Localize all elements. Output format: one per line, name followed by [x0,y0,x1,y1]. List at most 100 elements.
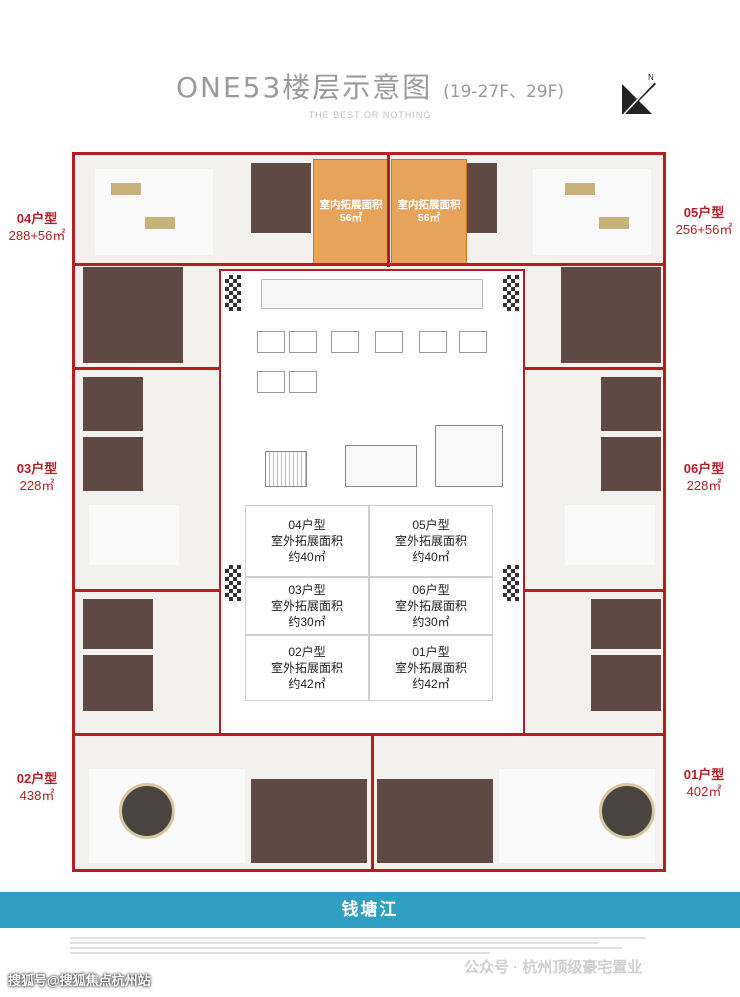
unit-label-04: 04户型 288+56㎡ [2,210,72,244]
unit-name: 06户型 [683,461,725,476]
outdoor-ext-area: 约42㎡ [288,677,326,691]
unit-area: 438㎡ [19,788,55,803]
indoor-ext-right: 室内拓展面积 56㎡ [391,159,467,265]
indoor-ext-left-label: 室内拓展面积 [319,199,383,211]
outdoor-ext-label: 室外拓展面积 [270,661,343,675]
unit-name: 04户型 [16,211,58,226]
outdoor-ext-unit: 02户型 [288,645,326,659]
unit-name: 02户型 [16,771,58,786]
outdoor-ext-02: 02户型 室外拓展面积 约42㎡ [245,635,369,701]
room-03-bedroom-2 [83,437,143,491]
sofa-icon [565,183,595,195]
outdoor-ext-unit: 01户型 [412,645,450,659]
core-corridor-top [261,279,483,309]
room-04-bedroom-top [251,163,311,233]
outdoor-ext-unit: 03户型 [288,583,326,597]
outdoor-ext-03: 03户型 室外拓展面积 约30㎡ [245,577,369,635]
compass-icon: N [622,73,657,115]
divider-left-04-03 [75,367,221,370]
indoor-ext-right-area: 56㎡ [417,212,441,224]
unit-area: 228㎡ [686,478,722,493]
service-room [435,425,503,487]
unit-label-06: 06户型 228㎡ [668,460,740,494]
outdoor-ext-label: 室外拓展面积 [394,534,467,548]
office-box [257,331,285,353]
unit-label-02: 02户型 438㎡ [2,770,72,804]
room-06-bedroom-1 [601,377,661,431]
river-banner: 钱塘江 [0,892,740,928]
unit-name: 01户型 [683,767,725,782]
divider-right-06-01 [525,589,665,592]
unit-label-01: 01户型 402㎡ [668,766,740,800]
divider-bottom-center [371,733,374,869]
outdoor-ext-area: 约40㎡ [412,550,450,564]
room-01-bedroom-2 [591,655,661,711]
round-table-icon [599,783,655,839]
divider-left-03-02 [75,589,221,592]
indoor-ext-left: 室内拓展面积 56㎡ [313,159,389,265]
room-02-bedroom-2 [83,655,153,711]
outdoor-ext-area: 约30㎡ [288,615,326,629]
divider-right-05-06 [525,367,665,370]
room-02-bedroom-1 [83,599,153,649]
outdoor-ext-area: 约40㎡ [288,550,326,564]
compass-north-label: N [648,73,654,82]
core-pattern-mr [503,565,519,601]
outdoor-ext-label: 室外拓展面积 [270,599,343,613]
office-box [419,331,447,353]
outdoor-ext-unit: 04户型 [288,518,326,532]
room-06-dining [565,505,655,565]
room-04-bedroom-side [83,267,183,363]
office-box [459,331,487,353]
room-03-bedroom-1 [83,377,143,431]
outdoor-ext-label: 室外拓展面积 [270,534,343,548]
page-title: ONE53楼层示意图 (19-27F、29F) [0,66,740,106]
unit-name: 05户型 [683,205,725,220]
unit-label-03: 03户型 228㎡ [2,460,72,494]
office-box [289,371,317,393]
title-main: ONE53楼层示意图 [175,71,433,104]
core-pattern-ml [225,565,241,601]
room-03-dining [89,505,179,565]
office-box [331,331,359,353]
stairwell [265,451,307,487]
office-box [289,331,317,353]
outdoor-ext-area: 约30㎡ [412,615,450,629]
outdoor-ext-label: 室外拓展面积 [394,661,467,675]
room-01-bedroom-1 [591,599,661,649]
room-06-bedroom-2 [601,437,661,491]
divider-top-row [75,263,665,266]
room-04-living [95,169,213,255]
sofa-icon [145,217,175,229]
indoor-ext-right-label: 室内拓展面积 [397,199,461,211]
sofa-icon [111,183,141,195]
unit-label-05: 05户型 256+56㎡ [668,204,740,238]
unit-area: 228㎡ [19,478,55,493]
core-pattern-tl [225,275,241,311]
sofa-icon [599,217,629,229]
outdoor-ext-unit: 06户型 [412,583,450,597]
office-box [257,371,285,393]
divider-bottom-row [75,733,665,736]
room-05-living [533,169,651,255]
unit-name: 03户型 [16,461,58,476]
round-table-icon [119,783,175,839]
divider-top-center [387,155,390,267]
indoor-ext-left-area: 56㎡ [339,212,363,224]
watermark-wechat: 公众号 · 杭州顶级豪宅置业 [464,959,643,976]
outdoor-ext-area: 约42㎡ [412,677,450,691]
outdoor-ext-01: 01户型 室外拓展面积 约42㎡ [369,635,493,701]
outdoor-ext-label: 室外拓展面积 [394,599,467,613]
core-pattern-tr [503,275,519,311]
fine-print [70,934,670,974]
outdoor-ext-06: 06户型 室外拓展面积 约30㎡ [369,577,493,635]
outdoor-ext-unit: 05户型 [412,518,450,532]
outdoor-ext-04: 04户型 室外拓展面积 约40㎡ [245,505,369,577]
motto-text: THE BEST OR NOTHING [308,110,432,120]
watermark-sohu: 搜狐号@搜狐焦点杭州站 [8,973,151,988]
office-box [375,331,403,353]
room-05-bedroom-side [561,267,661,363]
unit-area: 402㎡ [686,784,722,799]
unit-area: 256+56㎡ [675,222,733,237]
unit-area: 288+56㎡ [8,228,66,243]
